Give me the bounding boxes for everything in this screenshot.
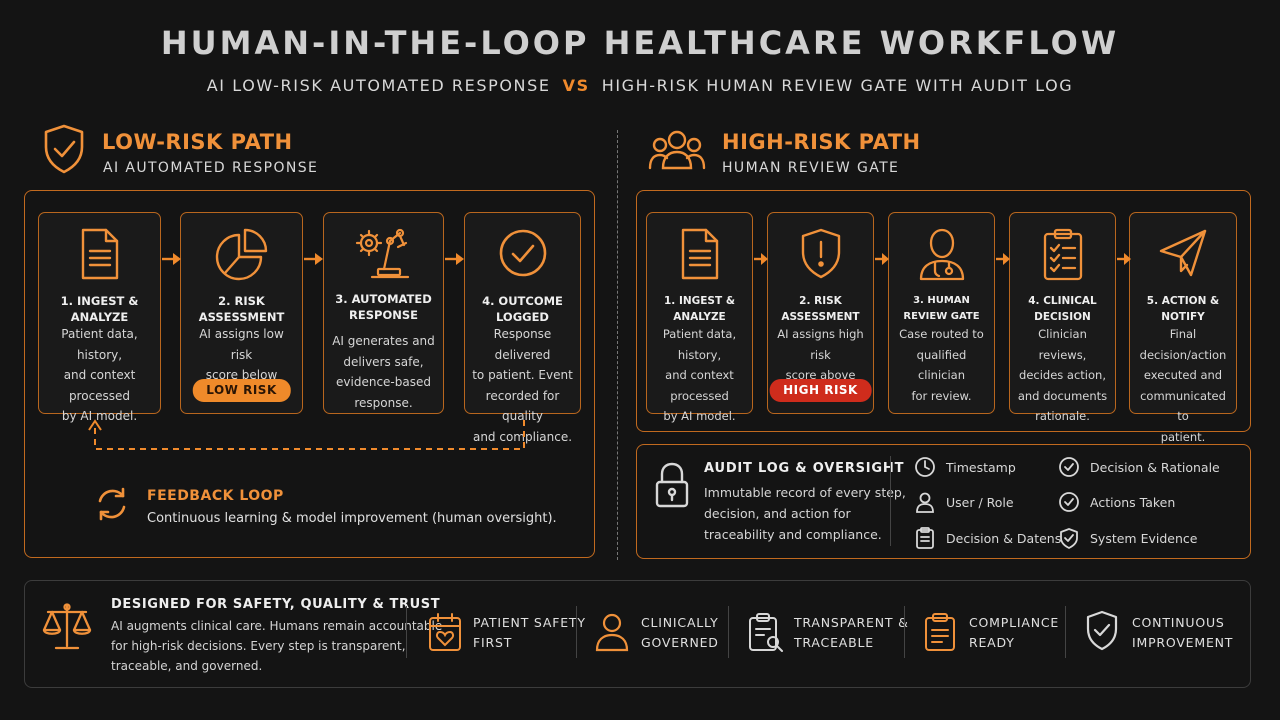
high-step-ingest-card: 1. INGEST & ANALYZE Patient data, histor… [646, 212, 753, 423]
high-step-action-card: 5. ACTION & NOTIFY Final decision/action… [1129, 212, 1237, 444]
step-label: 1. INGEST & ANALYZE [60, 294, 139, 324]
footer-description: AI augments clinical care. Humans remain… [111, 619, 443, 673]
check-circle-icon [1059, 457, 1079, 477]
step-label: 4. OUTCOME LOGGED [482, 294, 563, 324]
paper-plane-icon [1130, 227, 1236, 281]
shield-check-icon [1060, 528, 1078, 549]
shield-check-icon [42, 123, 86, 175]
subtitle-low-risk: AI LOW-RISK AUTOMATED RESPONSE [206, 76, 551, 95]
audit-divider [890, 456, 891, 546]
low-step-ingest-card: 1. INGEST & ANALYZE Patient data, histor… [38, 212, 161, 423]
check-circle-icon [465, 227, 580, 281]
pie-chart-icon [181, 227, 302, 281]
footer-divider [1065, 606, 1066, 658]
users-icon [648, 128, 706, 172]
arrow-right-icon [304, 253, 323, 265]
scales-icon [40, 600, 94, 654]
footer-panel [24, 580, 1251, 688]
footer-title: DESIGNED FOR SAFETY, QUALITY & TRUST [111, 597, 441, 612]
audit-item-decision-rationale: Decision & Rationale [1058, 456, 1220, 478]
step-label: 2. RISK ASSESSMENT [198, 294, 285, 324]
arrow-right-icon [445, 253, 464, 265]
page-subtitle: AI LOW-RISK AUTOMATED RESPONSE VS HIGH-RIS… [0, 76, 1280, 95]
person-icon [594, 612, 630, 652]
arrow-right-icon [875, 253, 889, 265]
shield-check-icon [1085, 610, 1119, 652]
step-label: 2. RISK ASSESSMENT [781, 295, 860, 323]
step-label: 5. ACTION & NOTIFY [1146, 295, 1220, 323]
step-label: 4. CLINICAL DECISION [1028, 295, 1097, 323]
audit-log-panel [636, 444, 1251, 559]
footer-divider [406, 606, 407, 658]
high-risk-subtitle: HUMAN REVIEW GATE [722, 160, 900, 176]
step-description: Clinician reviews,decides action,and doc… [1017, 327, 1108, 423]
audit-item-actions-taken: Actions Taken [1058, 491, 1175, 513]
clinician-icon [889, 227, 994, 281]
robot-arm-icon [324, 225, 443, 279]
low-risk-badge: LOW RISK [192, 379, 291, 402]
footer-divider [576, 606, 577, 658]
low-risk-title: LOW-RISK PATH [102, 130, 293, 154]
audit-item-timestamp: Timestamp [914, 456, 1016, 478]
footer-divider [728, 606, 729, 658]
subtitle-vs: VS [562, 76, 590, 95]
low-risk-subtitle: AI AUTOMATED RESPONSE [103, 160, 319, 176]
low-risk-panel [24, 190, 595, 558]
arrow-right-icon [754, 253, 768, 265]
page-title: HUMAN-IN-THE-LOOP HEALTHCARE WORKFLOW [160, 24, 1120, 62]
high-risk-panel [636, 190, 1251, 432]
step-description: Patient data, history,and context proces… [61, 327, 138, 423]
high-step-decision-card: 4. CLINICAL DECISION Clinician reviews,d… [1009, 212, 1116, 423]
high-risk-badge: HIGH RISK [769, 379, 872, 402]
audit-log-title: AUDIT LOG & OVERSIGHT [704, 461, 905, 476]
calendar-heart-icon [428, 612, 462, 652]
lock-icon [654, 462, 690, 508]
audit-log-description: Immutable record of every step,decision,… [704, 485, 906, 542]
feedback-loop-arrow [88, 419, 525, 450]
feature-transparent-traceable: TRANSPARENT &TRACEABLE [794, 615, 909, 650]
audit-item-user-role: User / Role [914, 491, 1014, 513]
check-circle-icon [1059, 492, 1079, 512]
arrow-right-icon [162, 253, 181, 265]
high-risk-title: HIGH-RISK PATH [722, 130, 921, 154]
step-label: 1. INGEST & ANALYZE [664, 295, 735, 323]
clipboard-search-icon [748, 612, 784, 652]
feedback-loop-description: Continuous learning & model improvement … [147, 511, 557, 526]
feedback-loop-title: FEEDBACK LOOP [147, 488, 284, 504]
arrow-right-icon [996, 253, 1010, 265]
subtitle-high-risk: HIGH-RISK HUMAN REVIEW GATE WITH AUDIT L… [601, 76, 1074, 95]
document-icon [39, 227, 160, 281]
step-description: Patient data, history,and context proces… [662, 327, 737, 423]
arrow-right-icon [1117, 253, 1131, 265]
refresh-icon [94, 486, 130, 522]
shield-alert-icon [768, 227, 873, 281]
clock-icon [915, 457, 935, 477]
path-divider [617, 130, 618, 560]
user-icon [916, 492, 934, 513]
step-label: 3. HUMAN REVIEW GATE [903, 295, 980, 322]
audit-item-system-evidence: System Evidence [1058, 527, 1197, 549]
checklist-icon [924, 612, 956, 652]
footer-divider [904, 606, 905, 658]
clipboard-icon [916, 527, 934, 549]
audit-item-decision-data: Decision & Datens [914, 527, 1061, 549]
document-icon [647, 227, 752, 281]
clipboard-icon [1010, 227, 1115, 281]
